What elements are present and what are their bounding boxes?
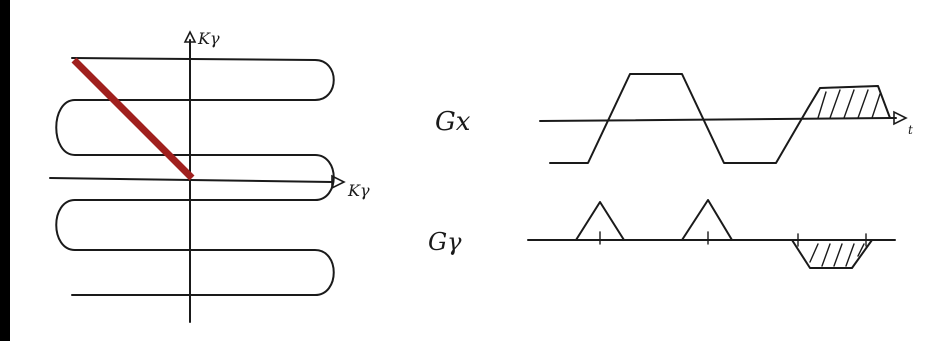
kx-axis-arrowhead <box>331 174 346 190</box>
kx-axis-label: Kγ <box>347 181 370 200</box>
kspace-panel: Kγ Kγ <box>49 29 370 323</box>
kx-axis <box>49 177 333 183</box>
diagram-svg: Kγ Kγ Gx t Gγ <box>49 29 913 323</box>
gx-time-arrowhead <box>893 110 908 126</box>
gy-blip-2 <box>681 199 733 241</box>
epi-trajectory <box>55 57 335 296</box>
prephaser-trajectory <box>71 57 195 181</box>
gx-label: Gx <box>435 107 471 137</box>
diagram-canvas: Kγ Kγ Gx t Gγ <box>10 0 944 341</box>
gy-hatched-lobe <box>791 233 873 269</box>
gradient-panel: Gx t Gγ <box>428 73 913 269</box>
gy-label: Gγ <box>428 228 462 256</box>
gy-blip-1 <box>575 201 625 241</box>
time-label: t <box>908 123 913 137</box>
ky-axis-label: Kγ <box>197 29 220 48</box>
gx-hatched-lobe <box>807 85 891 119</box>
gx-baseline <box>539 117 897 122</box>
ky-axis-arrowhead <box>183 30 197 43</box>
